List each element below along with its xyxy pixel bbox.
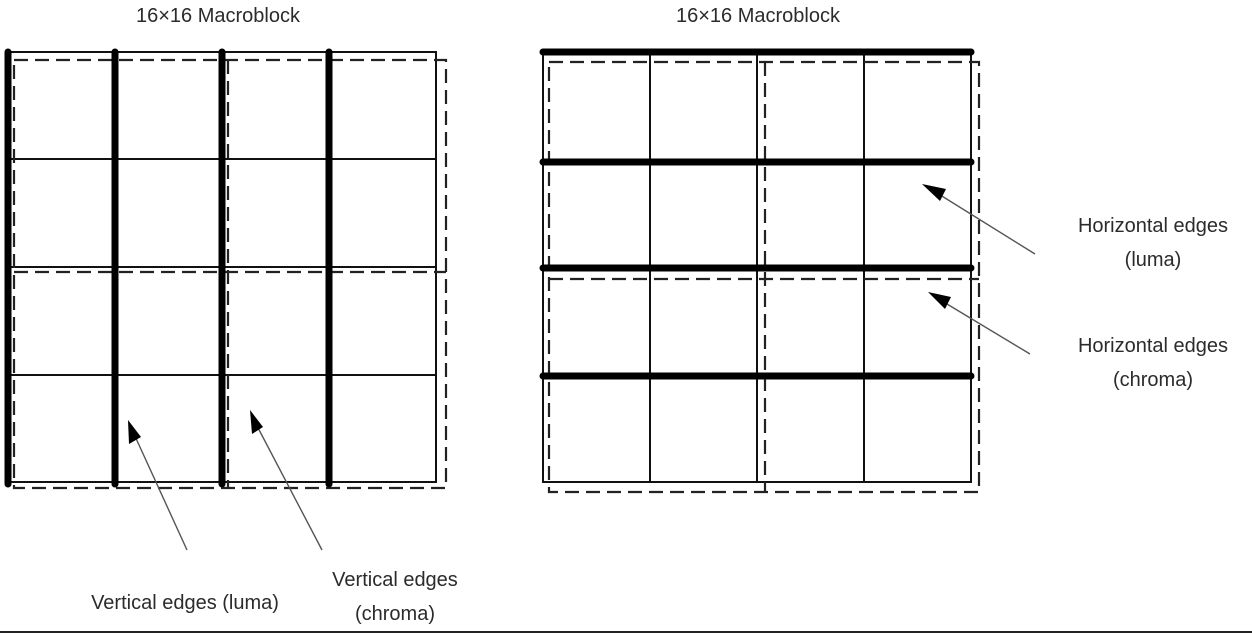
label-horizontal-edges-chroma-line1: Horizontal edges bbox=[1078, 335, 1228, 357]
label-vertical-edges-chroma-line2: (chroma) bbox=[355, 603, 435, 625]
label-horizontal-edges-luma-line1: Horizontal edges bbox=[1078, 215, 1228, 237]
right-panel-title: 16×16 Macroblock bbox=[676, 5, 841, 27]
arrow-horizontal-luma bbox=[922, 184, 1036, 255]
left-panel-title: 16×16 Macroblock bbox=[136, 5, 301, 27]
right-macroblock: 16×16 Macroblock Horizontal edges (luma)… bbox=[539, 5, 1228, 494]
arrow-vertical-luma bbox=[128, 420, 188, 551]
left-chroma-dashed-border bbox=[12, 58, 448, 490]
arrow-vertical-chroma bbox=[250, 410, 323, 551]
arrow-horizontal-chroma bbox=[928, 292, 1031, 355]
label-vertical-edges-chroma-line1: Vertical edges bbox=[332, 569, 458, 591]
label-horizontal-edges-luma-line2: (luma) bbox=[1125, 249, 1182, 271]
label-vertical-edges-luma: Vertical edges (luma) bbox=[91, 592, 279, 614]
left-macroblock: 16×16 Macroblock Vertical edges (luma) V… bbox=[4, 5, 458, 625]
label-horizontal-edges-chroma-line2: (chroma) bbox=[1113, 369, 1193, 391]
